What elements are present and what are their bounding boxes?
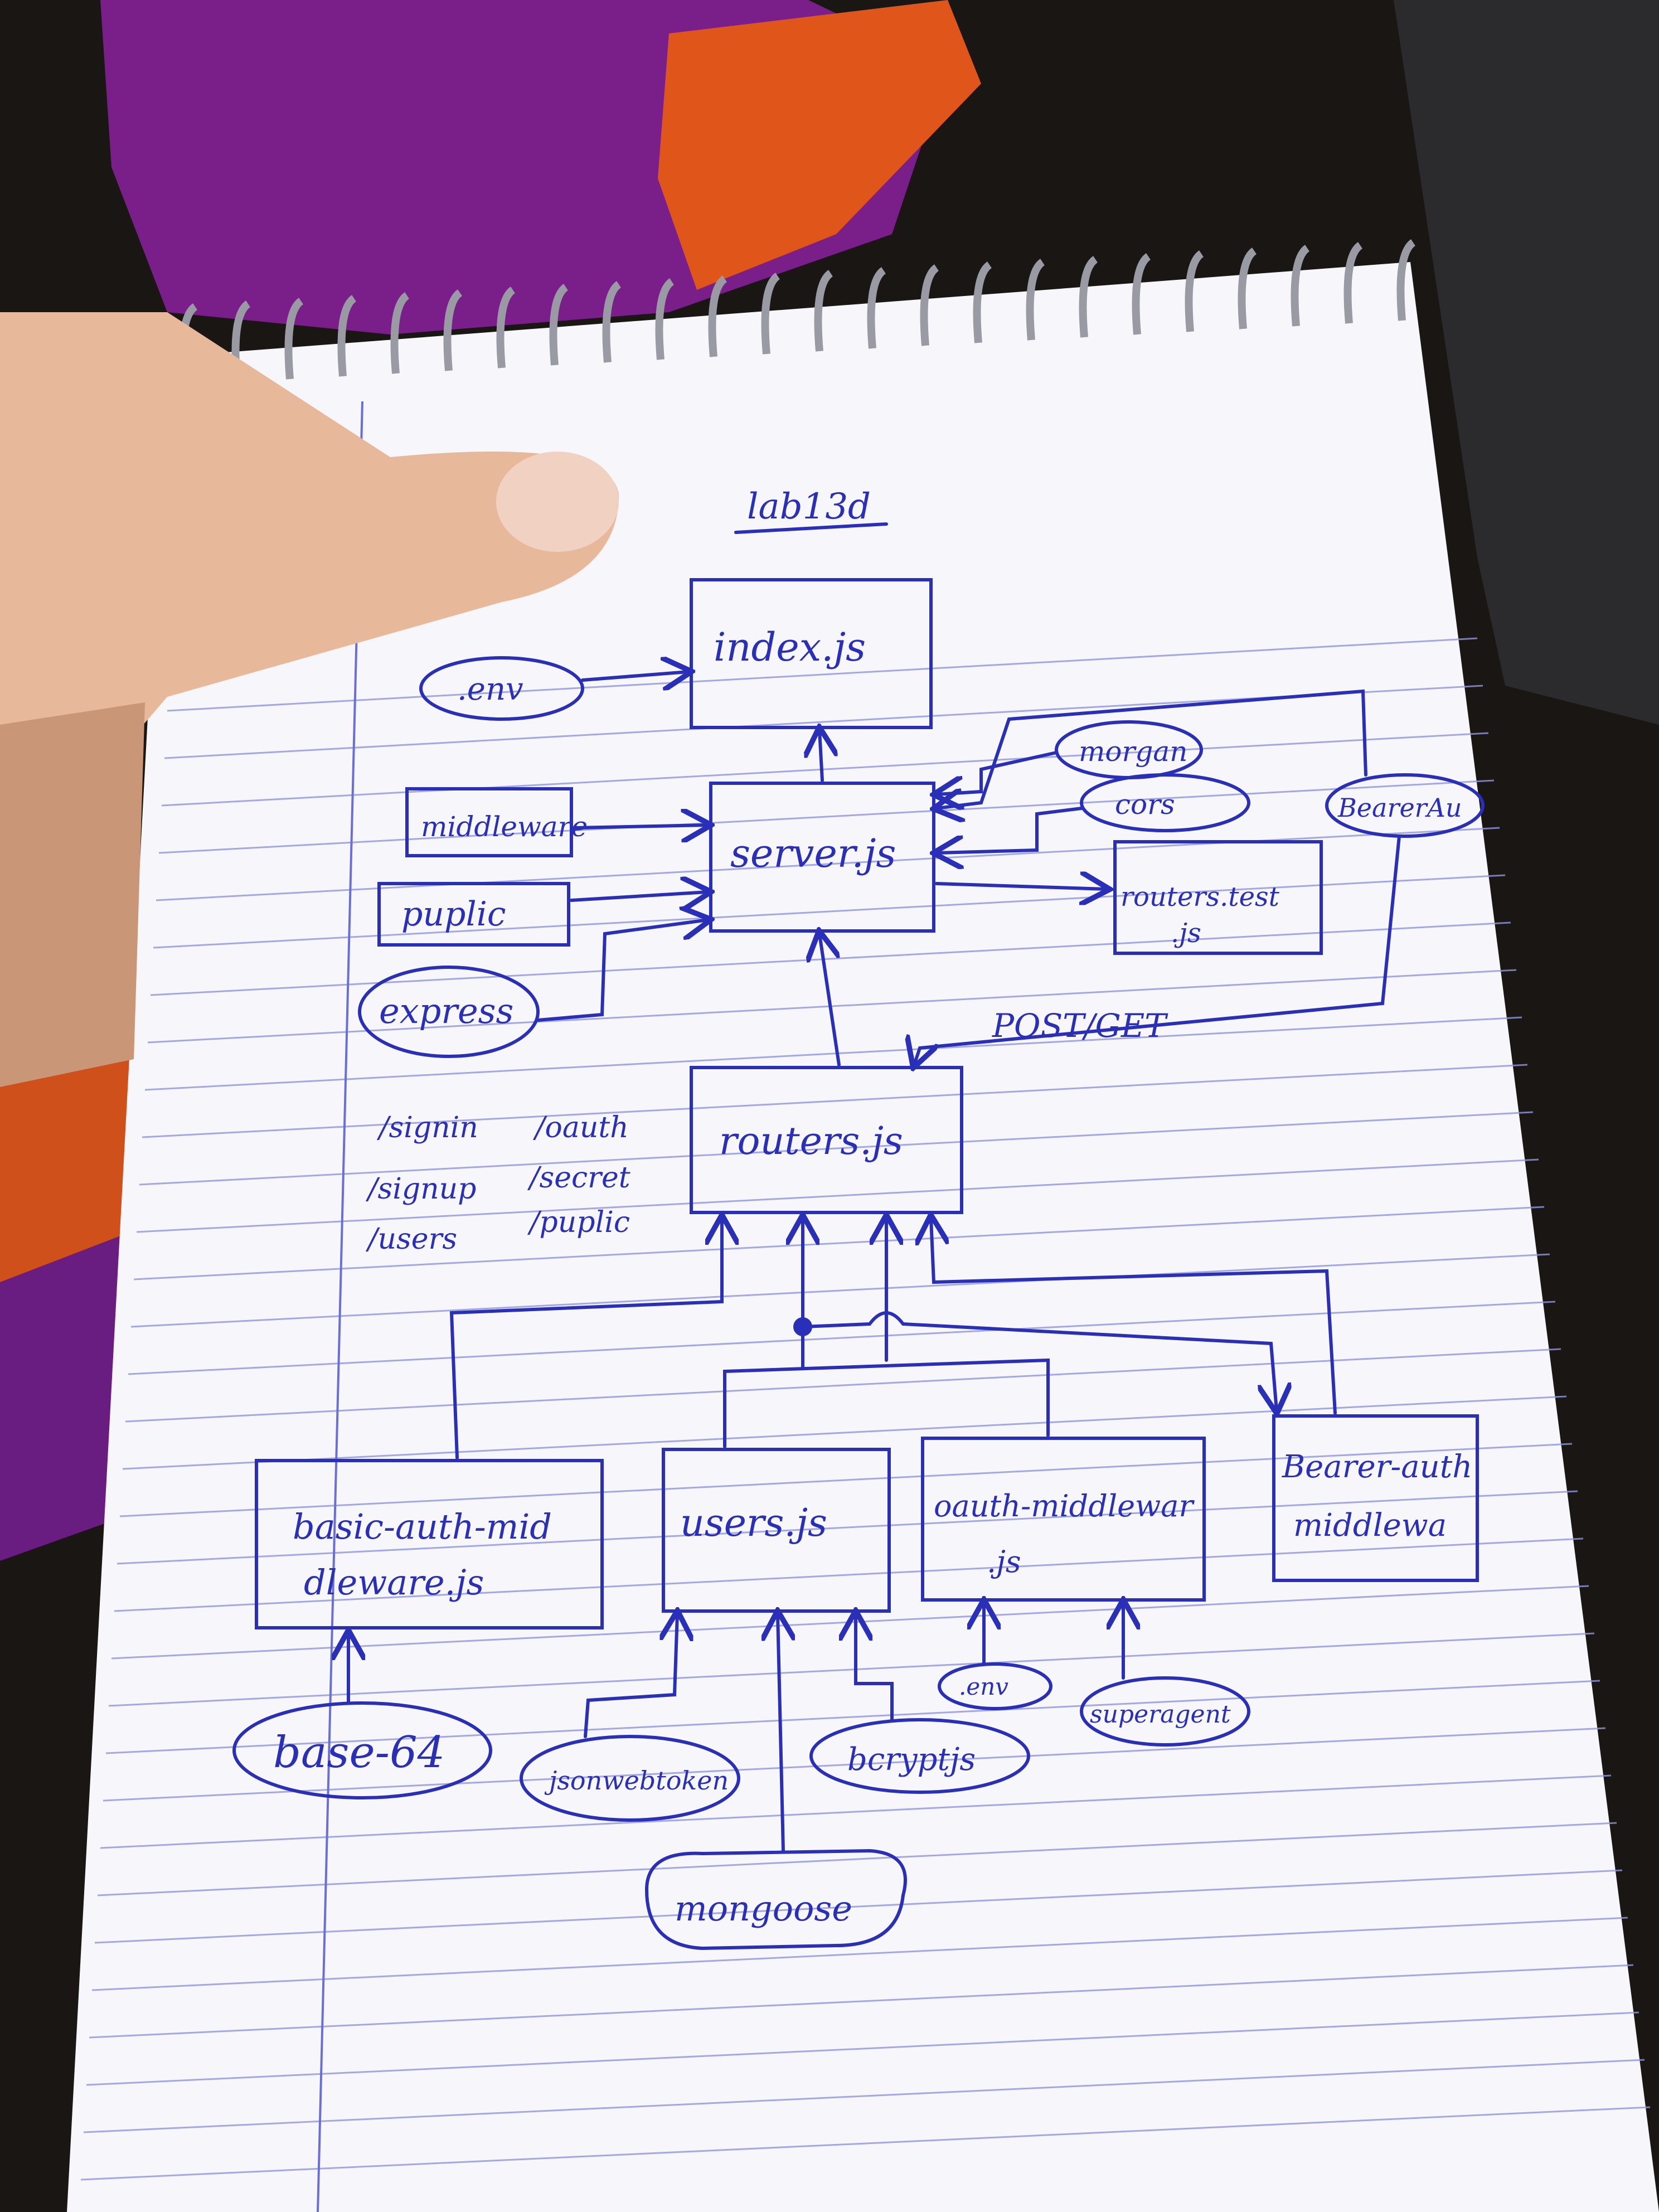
jsonwebtoken-label: jsonwebtoken (544, 1765, 729, 1796)
route-puplic: /puplic (527, 1206, 630, 1239)
env-bottom-label: .env (959, 1673, 1008, 1700)
junction-to-bearer-line (801, 1311, 1277, 1410)
margin-line (317, 401, 363, 2212)
mongoose-to-users-arrow (778, 1614, 783, 1852)
hand (0, 312, 619, 892)
bcrypt-node (809, 1718, 1030, 1794)
cors-label: cors (1115, 788, 1175, 821)
cors-node (1080, 773, 1250, 832)
bearer-middleware-label-1: Bearer-auth (1282, 1449, 1472, 1485)
server-js-label: server.js (730, 831, 896, 876)
basic-auth-label-2: dleware.js (304, 1562, 484, 1603)
spiral-binding (178, 239, 1416, 385)
bcrypt-to-users-line (856, 1614, 894, 1721)
users-oauth-join-line (723, 1358, 1050, 1448)
oauth-middleware-label-2: .js (987, 1544, 1021, 1579)
routers-test-label-1: routers.test (1120, 881, 1280, 913)
routers-test-label-2: .js (1171, 918, 1201, 949)
route-secret: /secret (527, 1161, 630, 1195)
bearer-top-label: BearerAu (1337, 793, 1462, 823)
public-box (377, 882, 570, 947)
base64-label: base-64 (273, 1728, 445, 1778)
env-bottom-node (938, 1662, 1052, 1710)
bearer-middleware-box (1272, 1414, 1479, 1582)
routers-to-server-arrow (819, 934, 841, 1066)
base64-node (232, 1701, 492, 1799)
notebook-page (67, 262, 1659, 2212)
diagram: lab13d index.js .env server.js morgan co… (232, 486, 1485, 1951)
hand-shadow (0, 702, 145, 1087)
laptop-edge (1394, 0, 1659, 725)
jsonwebtoken-to-users-line (584, 1614, 677, 1738)
users-js-label: users.js (680, 1501, 827, 1545)
basic-auth-box (255, 1459, 604, 1629)
env-to-index-arrow (581, 672, 688, 680)
route-users: /users (365, 1223, 457, 1256)
middleware-box (405, 787, 573, 857)
public-label: puplic (401, 895, 506, 934)
middleware-label: middleware (421, 811, 588, 843)
bearer-top-node (1325, 773, 1485, 838)
basic-auth-label-1: basic-auth-mid (293, 1506, 552, 1547)
routers-js-label: routers.js (719, 1119, 903, 1163)
index-js-label: index.js (714, 624, 866, 670)
express-node (358, 966, 540, 1058)
title-underline (734, 522, 888, 534)
mongoose-label: mongoose (675, 1888, 852, 1929)
morgan-label: morgan (1079, 735, 1187, 768)
bearer-to-routers-line (931, 1218, 1337, 1415)
bcrypt-label: bcryptjs (847, 1742, 976, 1778)
route-signup: /signup (365, 1172, 476, 1206)
bearer-top-to-server-line (937, 689, 1367, 808)
jsonwebtoken-node (520, 1735, 740, 1822)
express-label: express (379, 991, 513, 1031)
oauth-middleware-box (921, 1437, 1206, 1602)
diagram-title: lab13d (747, 486, 871, 527)
routers-js-box (690, 1066, 963, 1214)
route-oauth: /oauth (532, 1111, 629, 1144)
post-get-label: POST/GET (992, 1007, 1168, 1045)
superagent-label: superagent (1090, 1700, 1231, 1729)
superagent-node (1080, 1676, 1250, 1747)
orange-fabric (658, 0, 981, 290)
thumbnail (496, 452, 619, 552)
env-top-node (419, 656, 584, 721)
env-top-label: .env (457, 671, 523, 707)
route-signin: /signin (376, 1111, 478, 1144)
public-to-server-arrow (570, 892, 708, 900)
oauth-middleware-label-1: oauth-middlewar (934, 1488, 1195, 1524)
basic-auth-to-routers-line (449, 1218, 722, 1459)
cors-to-server-arrow (937, 807, 1083, 853)
mongoose-node (644, 1849, 907, 1951)
bearer-middleware-label-2: middlewa (1293, 1507, 1447, 1544)
express-to-server-arrow (536, 920, 708, 1022)
middleware-to-server-arrow (573, 825, 708, 828)
server-to-index-arrow (819, 730, 822, 782)
routers-test-box (1113, 840, 1323, 955)
server-to-routers-test-arrow (935, 884, 1107, 889)
bearer-top-to-routers-line (914, 835, 1401, 1065)
